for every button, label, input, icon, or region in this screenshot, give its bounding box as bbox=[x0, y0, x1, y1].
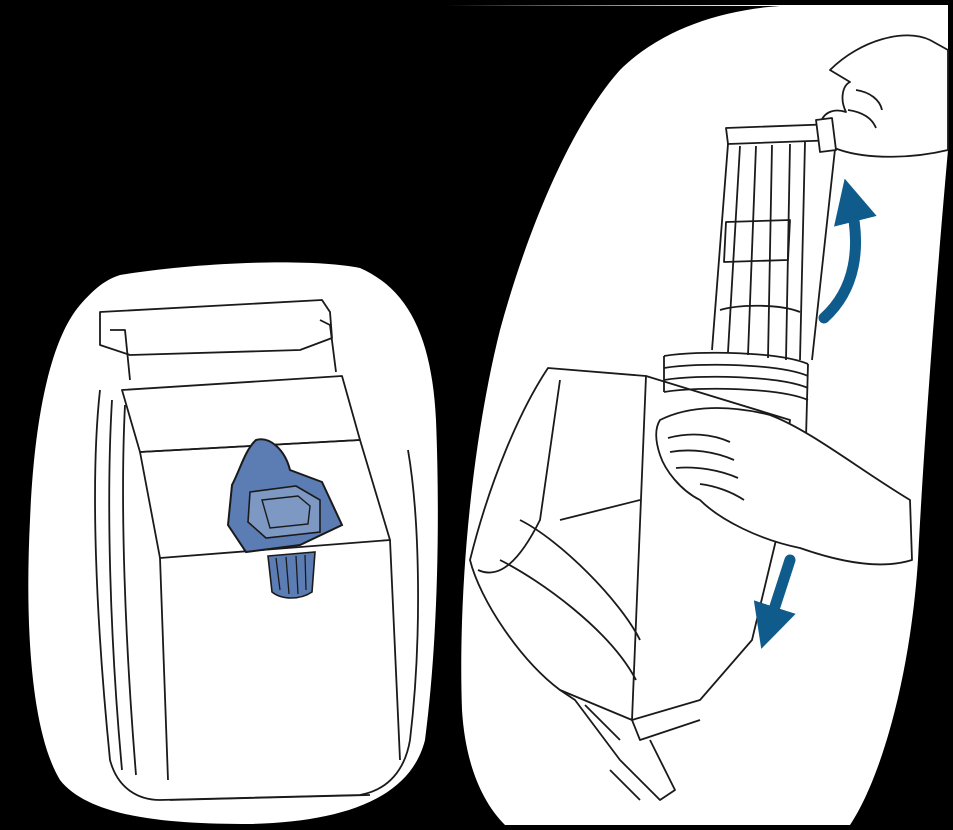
canister-front-panel bbox=[5, 252, 440, 824]
filter-removal-panel bbox=[445, 5, 948, 825]
left-panel-blob bbox=[28, 262, 438, 824]
